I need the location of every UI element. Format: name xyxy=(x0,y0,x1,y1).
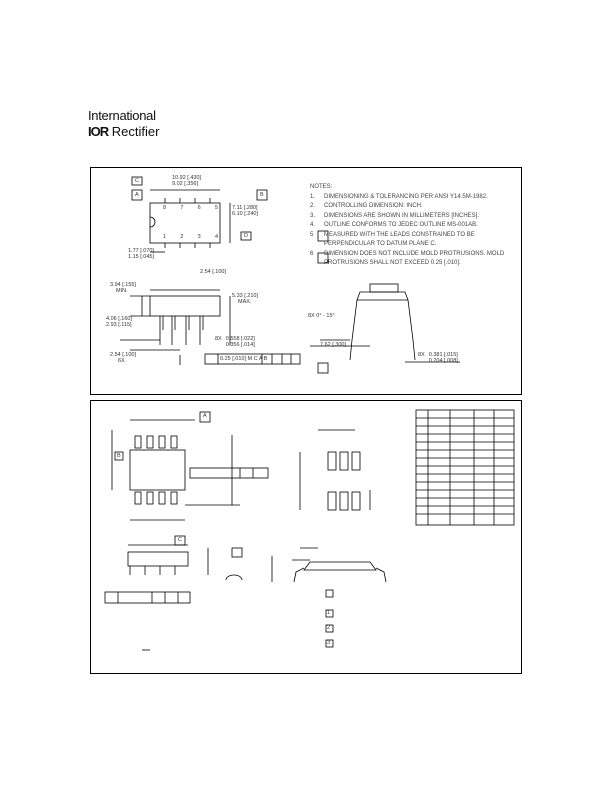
note-text: DIMENSIONS ARE SHOWN IN MILLIMETERS [INC… xyxy=(324,212,480,219)
pin-4: 4 xyxy=(214,234,218,240)
note-number: 2. xyxy=(310,203,316,209)
note-number: 5 xyxy=(310,231,314,238)
dim-lead-dia: 8X 0.558 [.022] 0.356 [.014] xyxy=(215,336,255,348)
note-text: CONTROLLING DIMENSION: INCH. xyxy=(324,203,423,209)
note-number: 3. xyxy=(310,212,316,219)
note-row: 4. OUTLINE CONFORMS TO JEDEC OUTLINE MS-0… xyxy=(310,221,515,231)
dip-top-view-body xyxy=(149,202,221,244)
dim-length: 10.92 [.430] 9.02 [.356] xyxy=(172,175,201,187)
dim-angle: 8X 0° - 15° xyxy=(308,313,335,319)
dip-side-view-body xyxy=(149,295,221,317)
so8-side-view-body xyxy=(127,551,189,567)
datum-a-label: A xyxy=(135,192,139,198)
dim-length-max: 10.92 [.430] xyxy=(172,175,202,181)
dim-width: 7.11 [.280] 6.10 [.240] xyxy=(232,205,258,217)
dip-end-view-body xyxy=(356,291,409,301)
pin-5: 5 xyxy=(214,205,218,211)
so8-top-view-body xyxy=(129,449,186,491)
dip-package-drawing xyxy=(90,167,522,395)
dim-lead-thk-note: 8X xyxy=(418,352,425,358)
dim-pitch: 2.54 [.100] xyxy=(200,269,226,275)
dim-lead-dia-note: 8X xyxy=(215,336,222,342)
dim-lead-width-max: 1.77 [.070] xyxy=(128,248,154,254)
so8-end-view-body xyxy=(303,561,377,571)
datum-c-label: C xyxy=(135,178,139,184)
dim-width-min: 6.10 [.240] xyxy=(232,211,258,217)
note-row: 1. DIMENSIONING & TOLERANCING PER ANSI Y1… xyxy=(310,193,515,203)
dim-width-max: 7.11 [.280] xyxy=(232,205,258,211)
pin-6: 6 xyxy=(197,205,201,211)
note-row: 3. DIMENSIONS ARE SHOWN IN MILLIMETERS [I… xyxy=(310,212,515,222)
so8-note-2: 2 xyxy=(327,625,331,631)
seating-plane-symbol xyxy=(225,574,243,581)
dim-seat: 4.06 [.160] 2.93 [.115] xyxy=(106,316,132,328)
pin-2: 2 xyxy=(180,234,184,240)
pin1-notch xyxy=(149,216,156,228)
dim-pitch-6x-value: 2.54 [.100] xyxy=(110,352,136,358)
brand-name-line1: International xyxy=(88,108,156,123)
dim-lead-thk-max: 0.381 [.015] xyxy=(428,352,458,358)
dim-span: 7.62 [.300] xyxy=(320,342,346,348)
dim-lead-thk-min: 0.204 [.008] xyxy=(428,358,458,364)
pin-8: 8 xyxy=(163,205,167,211)
dim-body-height: 5.33 [.210] MAX. xyxy=(232,293,258,305)
dim-lead-width: 1.77 [.070] 1.15 [.045] xyxy=(128,248,154,260)
tolerance-text: 0.25 [.010] M C A B xyxy=(220,356,268,362)
note-number: 1. xyxy=(310,193,316,200)
so8-side-tol-frame xyxy=(104,591,191,604)
notes-block: NOTES: 1. DIMENSIONING & TOLERANCING PER … xyxy=(310,183,515,269)
so8-note-3: 3 xyxy=(327,640,331,646)
dim-seat-height-value: 3.94 [.155] xyxy=(110,282,136,288)
pins-top: 8 7 6 5 xyxy=(163,205,218,211)
dim-lead-dia-min: 0.356 [.014] xyxy=(225,342,255,348)
dim-seat-min: 2.93 [.115] xyxy=(106,322,132,328)
dim-body-height-note: MAX. xyxy=(238,299,252,305)
dim-lead-dia-max: 0.558 [.022] xyxy=(225,336,255,342)
notes-title: NOTES: xyxy=(310,184,333,190)
note-row: 2. CONTROLLING DIMENSION: INCH. xyxy=(310,202,515,212)
datum-d-label: D xyxy=(244,233,248,239)
note-text: DIMENSIONING & TOLERANCING PER ANSI Y14.… xyxy=(324,193,488,200)
so8-datum-a: A xyxy=(203,413,207,419)
dim-seat-max: 4.06 [.160] xyxy=(106,316,132,322)
ior-logo: IOR xyxy=(88,124,109,139)
pin-1: 1 xyxy=(163,234,167,240)
so8-datum-b: B xyxy=(117,453,121,459)
dim-length-min: 9.02 [.356] xyxy=(172,181,198,187)
so8-package-drawing xyxy=(90,400,522,674)
dim-pitch-6x: 2.54 [.100] 6X xyxy=(110,352,136,364)
pins-bottom: 1 2 3 4 xyxy=(163,234,218,240)
dim-lead-width-min: 1.15 [.045] xyxy=(128,254,154,260)
note-number: 6 xyxy=(310,250,314,257)
pin-3: 3 xyxy=(197,234,201,240)
note-text: MEASURED WITH THE LEADS CONSTRAINED TO B… xyxy=(324,231,475,248)
dim-pitch-6x-note: 6X xyxy=(118,358,125,364)
so8-datum-c: C xyxy=(178,537,182,543)
note-number: 4. xyxy=(310,222,316,228)
note-row: 6 DIMENSION DOES NOT INCLUDE MOLD PROTRUS… xyxy=(310,250,515,269)
note-row: 5 MEASURED WITH THE LEADS CONSTRAINED TO … xyxy=(310,231,515,250)
brand-rectifier: Rectifier xyxy=(111,124,160,139)
note-text: DIMENSION DOES NOT INCLUDE MOLD PROTRUSI… xyxy=(324,250,505,267)
dim-body-height-value: 5.33 [.210] xyxy=(232,293,258,299)
pin-7: 7 xyxy=(180,205,184,211)
tolerance-frame xyxy=(204,353,301,365)
note-text: OUTLINE CONFORMS TO JEDEC OUTLINE MS-001… xyxy=(324,222,478,228)
dim-seat-height: 3.94 [.155] MIN. xyxy=(110,282,136,294)
datum-b-label: B xyxy=(260,192,264,198)
so8-note-1: 1 xyxy=(327,610,331,616)
dimension-table xyxy=(415,409,515,526)
brand-name-line2: IOR Rectifier xyxy=(88,124,159,139)
dim-seat-height-note: MIN. xyxy=(116,288,128,294)
so8-tol-frame xyxy=(189,467,269,479)
datum-box-a xyxy=(199,411,211,423)
dim-lead-thk: 8X 0.381 [.015] 0.204 [.008] xyxy=(418,352,458,364)
